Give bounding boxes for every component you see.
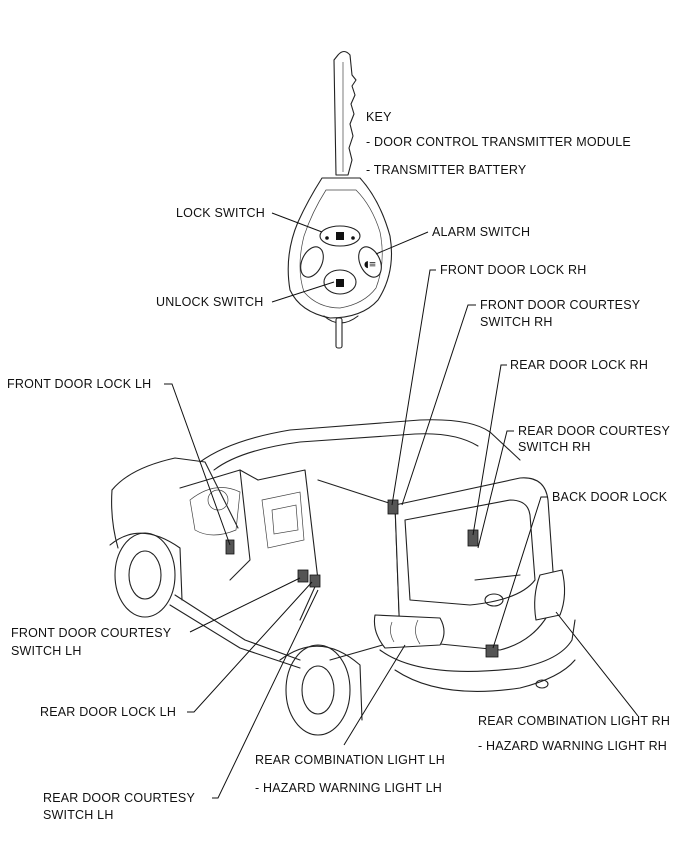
front-wheel-arch <box>109 532 183 601</box>
rear-door-lock-lh-leader <box>187 581 313 713</box>
unlock-switch-label: UNLOCK SWITCH <box>156 295 263 309</box>
key-illustration: ◖≡ <box>287 50 393 349</box>
alarm-switch-label: ALARM SWITCH <box>432 225 530 239</box>
lamp-lens-detail <box>415 619 421 645</box>
front-door-courtesy-switch-rh-label-line2: SWITCH RH <box>480 315 553 329</box>
key-head-inner <box>299 189 383 309</box>
rear-door-lock-rh-label: REAR DOOR LOCK RH <box>510 358 648 372</box>
rear-wiper <box>474 574 521 581</box>
emblem <box>484 593 504 607</box>
front-seat <box>261 491 305 549</box>
vehicle-illustration <box>109 419 576 736</box>
blank-button <box>300 246 324 278</box>
transmitter-battery-label: - TRANSMITTER BATTERY <box>366 163 527 177</box>
front-door-courtesy-switch-rh-leader <box>401 304 476 506</box>
key-blade <box>333 50 357 176</box>
alarm-icon: ◖≡ <box>364 260 376 270</box>
rear-door-lock-lh-label: REAR DOOR LOCK LH <box>40 705 176 719</box>
front-door-courtesy-switch-lh-leader <box>189 577 301 633</box>
rear-door-courtesy-switch-lh-leader <box>212 589 319 799</box>
door-control-transmitter-module-label: - DOOR CONTROL TRANSMITTER MODULE <box>366 135 631 149</box>
rear-wheel-hub <box>301 665 335 715</box>
front-door-lock-rh-component <box>387 499 399 515</box>
front-door-opening <box>179 469 251 581</box>
rear-combination-light-rh <box>534 569 566 621</box>
rear-door-lock-rh-leader <box>472 364 507 536</box>
front-door-lock-lh-label: FRONT DOOR LOCK LH <box>7 377 151 391</box>
key-ring-tab <box>335 317 343 349</box>
roof-line <box>199 419 521 463</box>
roof-rail <box>213 433 479 471</box>
rear-bumper <box>379 619 576 672</box>
rear-door-courtesy-switch-lh-label-line2: SWITCH LH <box>43 808 114 822</box>
front-door-lock-rh-leader <box>391 269 436 506</box>
indicator-dot-icon <box>351 236 355 240</box>
lock-switch-label: LOCK SWITCH <box>176 206 265 220</box>
rear-bumper-lower <box>394 659 576 692</box>
exhaust-pipe <box>535 679 549 689</box>
rear-door-opening <box>257 469 319 621</box>
back-door-lock-leader <box>492 496 548 649</box>
rear-wheel-arch <box>279 645 363 721</box>
alarm-switch-leader <box>375 231 429 255</box>
unlock-icon <box>336 279 344 287</box>
rear-door-courtesy-switch-lh-label-line1: REAR DOOR COURTESY <box>43 791 195 805</box>
dashboard <box>189 487 241 536</box>
back-door-lock-label: BACK DOOR LOCK <box>552 490 668 504</box>
key-label: KEY <box>366 110 392 124</box>
hazard-warning-light-rh-label: - HAZARD WARNING LIGHT RH <box>478 739 667 753</box>
front-wheel <box>114 532 176 618</box>
labels: KEY - DOOR CONTROL TRANSMITTER MODULE - … <box>7 110 670 822</box>
indicator-dot-icon <box>325 236 329 240</box>
front-door-courtesy-switch-rh-label-line1: FRONT DOOR COURTESY <box>480 298 641 312</box>
rear-door-courtesy-switch-rh-label-line2: SWITCH RH <box>518 440 591 454</box>
front-door-courtesy-switch-lh-label-line1: FRONT DOOR COURTESY <box>11 626 172 640</box>
side-step <box>169 604 301 669</box>
lamp-lens-detail <box>390 621 395 643</box>
rear-door-lock-lh-component <box>309 574 321 588</box>
rocker-panel <box>174 594 301 661</box>
lock-switch-leader <box>271 212 323 233</box>
rear-combination-light-lh-leader <box>343 644 406 746</box>
front-door-lock-lh-component <box>225 539 235 555</box>
front-wheel-hub <box>128 550 162 600</box>
front-end <box>111 489 119 549</box>
rear-combination-light-rh-leader <box>555 611 639 717</box>
key-head <box>287 177 393 319</box>
hazard-warning-light-lh-label: - HAZARD WARNING LIGHT LH <box>255 781 442 795</box>
rear-combination-light-lh <box>373 614 445 649</box>
back-door-lock-component <box>485 644 499 658</box>
rear-door-courtesy-switch-rh-label-line1: REAR DOOR COURTESY <box>518 424 670 438</box>
seat-back <box>271 504 299 535</box>
lock-icon <box>336 232 344 240</box>
b-pillar <box>239 469 259 481</box>
leader-lines <box>164 212 639 799</box>
unlock-switch-leader <box>271 281 335 303</box>
rear-combination-light-lh-label: REAR COMBINATION LIGHT LH <box>255 753 445 767</box>
front-door-courtesy-switch-lh-component <box>297 569 309 583</box>
hood <box>111 457 239 529</box>
front-door-lock-rh-label: FRONT DOOR LOCK RH <box>440 263 586 277</box>
rear-wheel <box>285 644 351 736</box>
rear-combination-light-rh-label: REAR COMBINATION LIGHT RH <box>478 714 670 728</box>
rear-door-courtesy-switch-rh-leader <box>477 430 514 549</box>
steering-wheel <box>207 489 229 511</box>
rear-door-lock-rh-component <box>467 529 479 547</box>
front-door-lock-lh-leader <box>164 383 231 546</box>
front-door-courtesy-switch-lh-label-line2: SWITCH LH <box>11 644 82 658</box>
alarm-button <box>358 246 382 278</box>
rear-window <box>404 499 536 606</box>
